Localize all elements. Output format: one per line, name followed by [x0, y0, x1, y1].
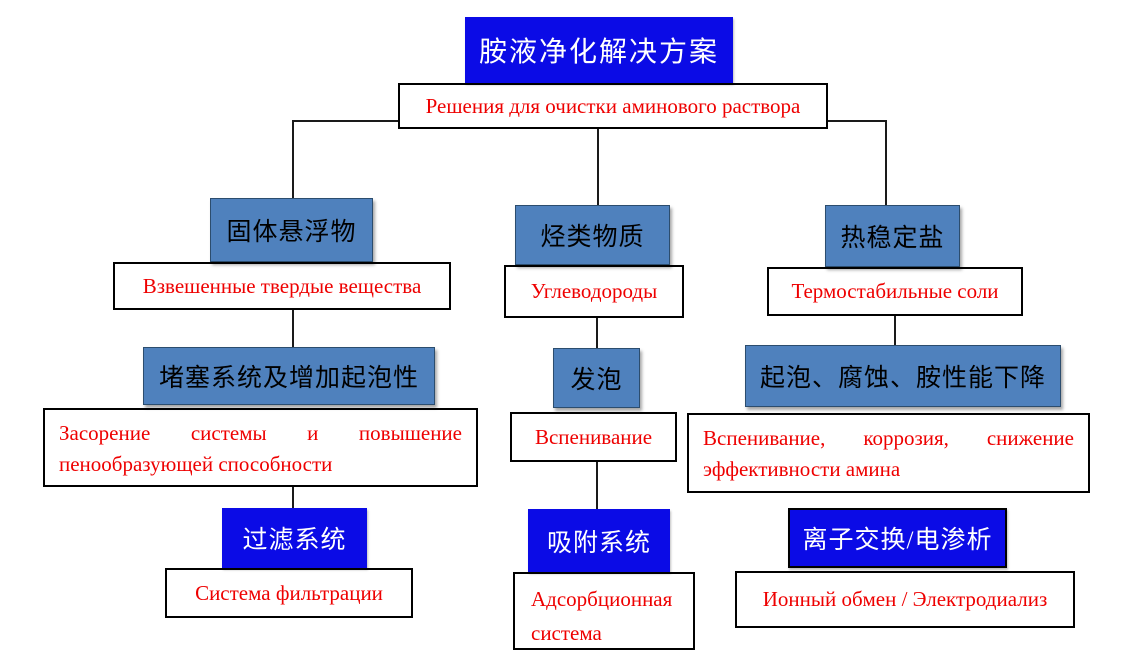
middle-effect-ru: Вспенивание [534, 424, 653, 449]
right-effect-ru-line2: эффективности амина [703, 457, 901, 481]
connector-middle-effect-solution [596, 462, 598, 509]
left-solution-ru-box: Система фильтрации [165, 568, 413, 618]
connector-left-cause-effect [292, 310, 294, 348]
right-effect-ru-box: Вспенивание, коррозия, снижение эффектив… [687, 413, 1090, 493]
connector-root-right-vertical [885, 120, 887, 206]
middle-cause-ru: Углеводороды [530, 279, 658, 303]
middle-cause-zh-box: 烃类物质 [515, 205, 670, 265]
connector-middle-cause-effect [596, 317, 598, 349]
root-title-zh: 胺液净化解决方案 [478, 37, 719, 68]
left-cause-ru: Взвешенные твердые вещества [142, 273, 422, 298]
middle-effect-zh: 发泡 [570, 367, 623, 394]
connector-root-left-vertical [292, 120, 294, 200]
left-solution-ru: Система фильтрации [195, 580, 383, 605]
right-cause-ru-box: Термостабильные соли [767, 267, 1023, 316]
right-effect-zh: 起泡、腐蚀、胺性能下降 [759, 365, 1046, 392]
right-cause-zh: 热稳定盐 [840, 225, 945, 252]
left-cause-zh: 固体悬浮物 [226, 219, 357, 246]
middle-solution-ru-box: Адсорбционная система [513, 572, 695, 650]
root-title-zh-box: 胺液净化解决方案 [465, 17, 733, 83]
connector-left-effect-solution [292, 486, 294, 509]
left-effect-ru-line1: Засорение системы и повышение [59, 421, 462, 445]
left-solution-zh: 过滤系统 [242, 527, 347, 554]
connector-root-left-horizontal [292, 120, 399, 122]
root-title-ru-box: Решения для очистки аминового раствора [398, 83, 828, 129]
right-cause-zh-box: 热稳定盐 [825, 205, 960, 267]
left-effect-ru-box: Засорение системы и повышение пенообразу… [43, 408, 478, 487]
root-title-ru: Решения для очистки аминового раствора [425, 93, 801, 118]
left-cause-ru-box: Взвешенные твердые вещества [113, 262, 451, 310]
middle-solution-zh-box: 吸附系统 [528, 509, 670, 572]
left-effect-ru-line2: пенообразующей способности [59, 452, 333, 476]
middle-cause-ru-box: Углеводороды [504, 265, 684, 318]
connector-root-middle-vertical [597, 128, 599, 206]
right-effect-zh-box: 起泡、腐蚀、胺性能下降 [745, 345, 1061, 407]
right-solution-zh: 离子交换/电渗析 [802, 527, 993, 554]
right-solution-ru: Ионный обмен / Электродиализ [762, 587, 1048, 611]
middle-effect-ru-box: Вспенивание [510, 412, 677, 462]
connector-root-right-horizontal [827, 120, 887, 122]
connector-right-cause-effect [894, 315, 896, 346]
left-cause-zh-box: 固体悬浮物 [210, 198, 373, 262]
middle-effect-zh-box: 发泡 [553, 348, 640, 408]
middle-solution-zh: 吸附系统 [546, 529, 651, 557]
right-effect-ru-line1: Вспенивание, коррозия, снижение [703, 426, 1074, 450]
right-cause-ru: Термостабильные соли [791, 279, 999, 303]
right-solution-zh-box: 离子交换/电渗析 [788, 508, 1007, 568]
middle-solution-ru: Адсорбционная система [531, 587, 673, 645]
right-solution-ru-box: Ионный обмен / Электродиализ [735, 571, 1075, 628]
left-effect-zh: 堵塞系统及增加起泡性 [158, 365, 419, 392]
middle-cause-zh: 烃类物质 [540, 224, 645, 251]
left-effect-zh-box: 堵塞系统及增加起泡性 [143, 347, 435, 405]
left-solution-zh-box: 过滤系统 [222, 508, 367, 568]
